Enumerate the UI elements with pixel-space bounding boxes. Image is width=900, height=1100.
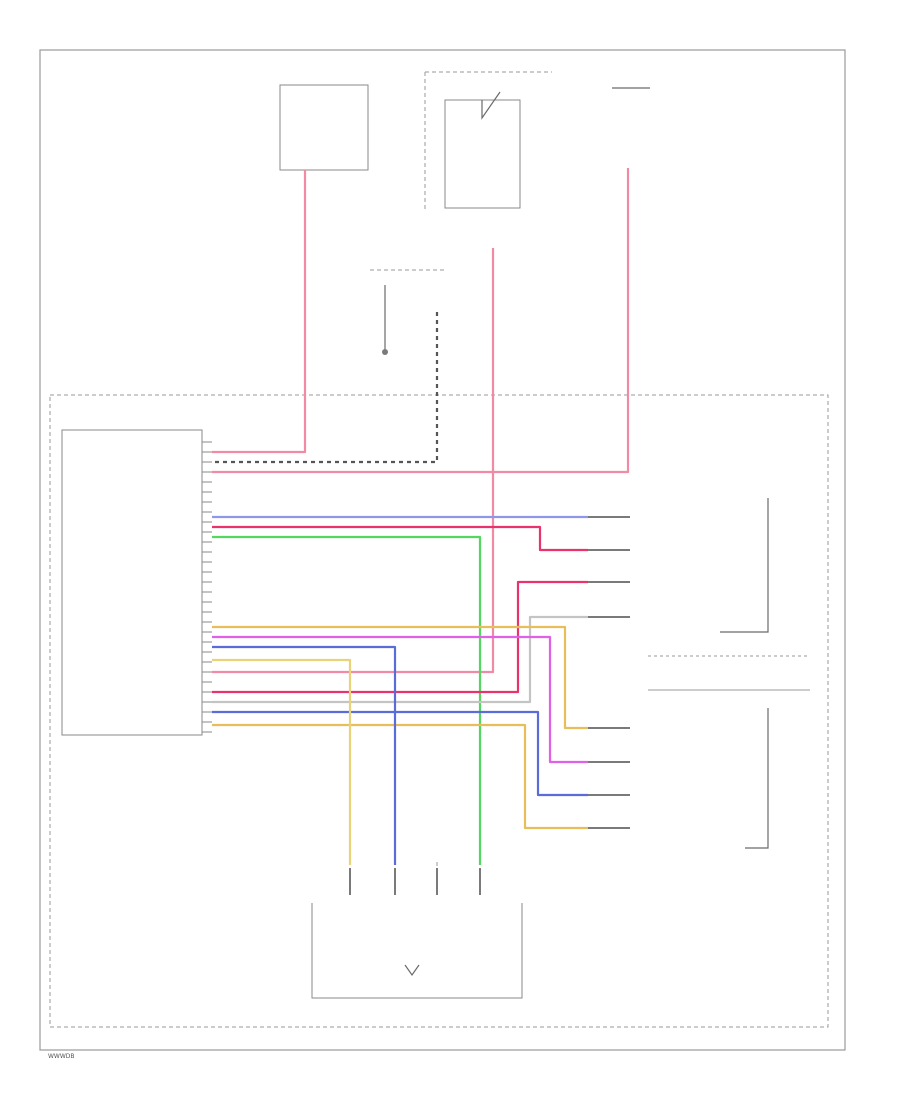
heated-seat-switch-box xyxy=(311,903,523,999)
wire-yellow-switch xyxy=(212,658,352,865)
page-frame xyxy=(39,49,846,1051)
seat-connectors-upper xyxy=(588,516,630,618)
wire-green-sensor xyxy=(212,535,482,865)
seat-back-element xyxy=(745,708,769,849)
wire-gray-signal xyxy=(212,615,588,704)
wire-pink-battery-feed xyxy=(212,168,630,474)
seat-connectors-lower xyxy=(588,727,630,829)
wire-blue-switch xyxy=(212,645,397,865)
module-pin-stubs xyxy=(202,441,212,733)
wire-pink-ignition-feed xyxy=(212,248,495,674)
seat-cushion-element xyxy=(720,498,769,633)
wire-pink-fuse-feed xyxy=(212,170,307,454)
module-boundary xyxy=(49,394,829,1028)
control-module-box xyxy=(61,429,203,736)
footer-code: WWWDB xyxy=(48,1053,75,1060)
switch-connectors xyxy=(349,868,481,895)
fuse-block-outline xyxy=(424,71,552,210)
wire-red-seat-element xyxy=(212,525,588,552)
switch-indicator-symbol xyxy=(404,964,420,977)
ignition-switch-contact xyxy=(481,91,501,120)
ground-point xyxy=(382,349,388,355)
fuse-box-component xyxy=(279,84,369,171)
wire-blue-back-signal xyxy=(212,710,588,797)
wire-yellow-back-supply xyxy=(212,625,588,730)
wire-black-dashed-ground xyxy=(212,312,439,464)
wire-yellow-back-low xyxy=(212,723,588,830)
wire-magenta-back-element xyxy=(212,635,588,764)
